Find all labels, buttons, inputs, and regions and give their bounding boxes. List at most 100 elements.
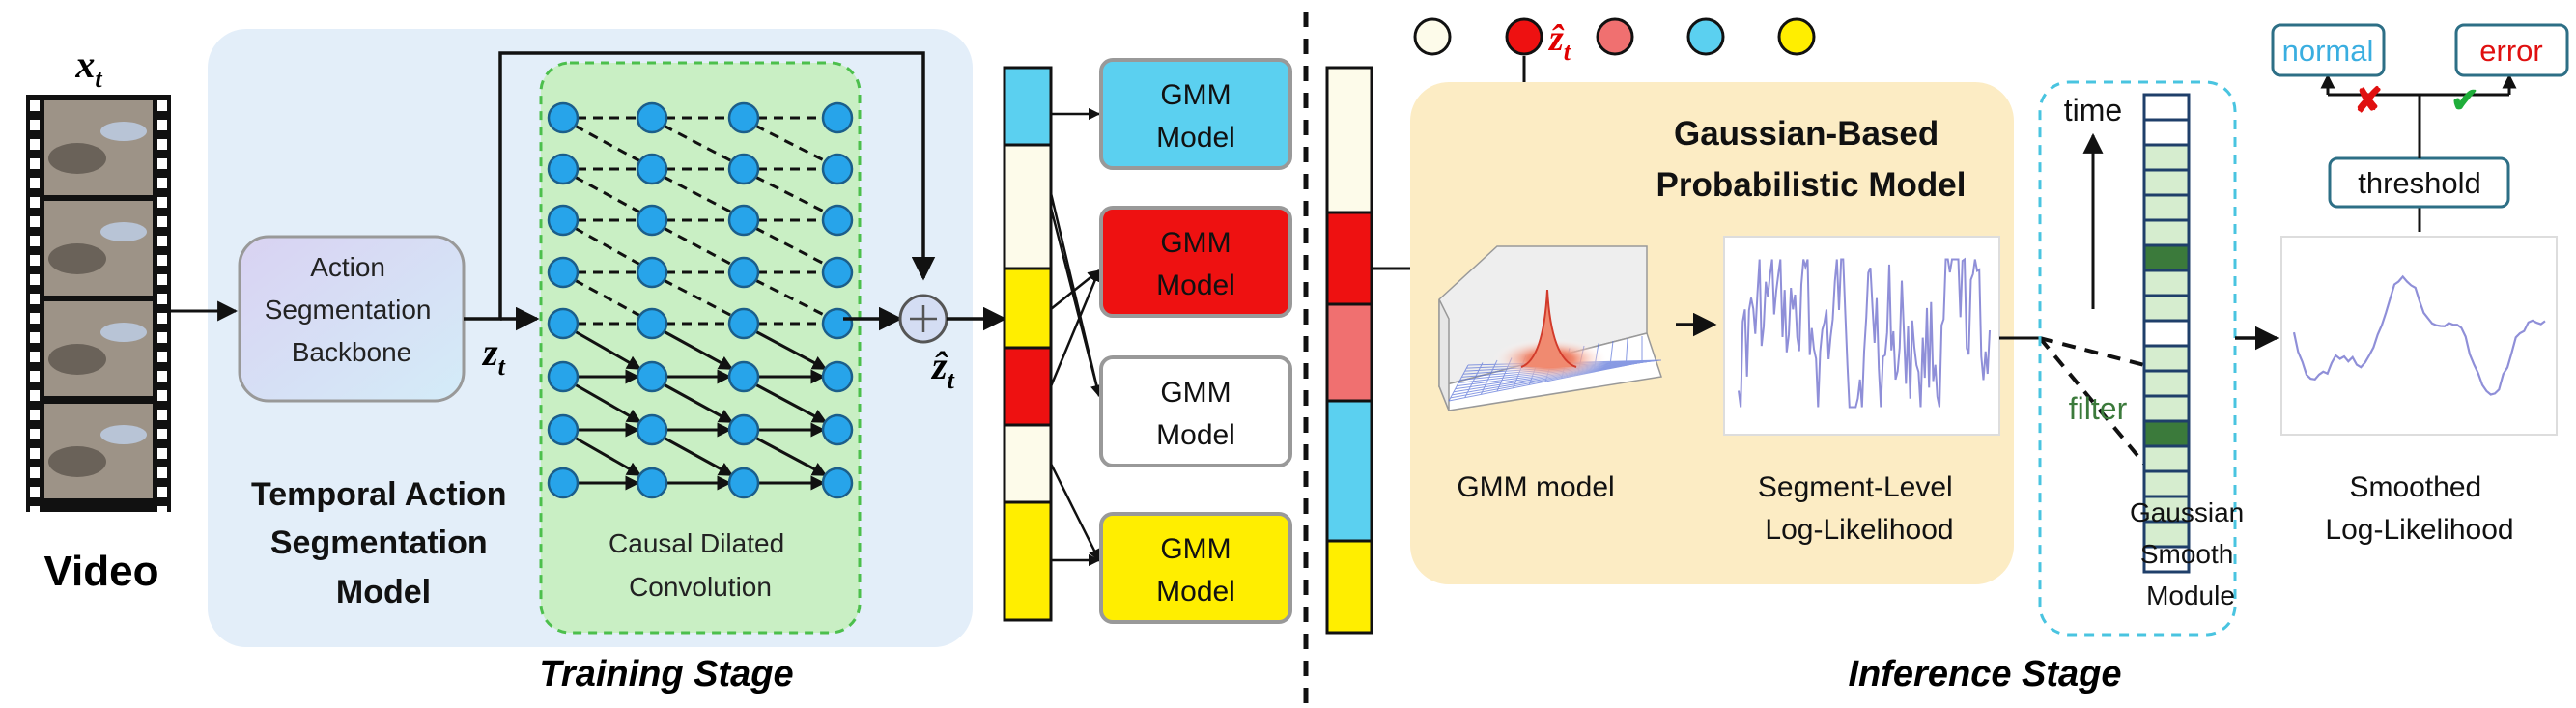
gmm-model-label: Model	[1156, 419, 1235, 451]
class-circle	[1413, 17, 1452, 56]
film-hole	[157, 313, 167, 324]
smooth-cell	[2142, 93, 2191, 122]
threshold-label: threshold	[2358, 166, 2481, 200]
error-label: error	[2479, 34, 2542, 68]
segment	[1003, 66, 1053, 147]
class-circle	[1505, 17, 1543, 56]
film-hole	[157, 274, 167, 285]
smooth-cell	[2142, 369, 2191, 398]
conv-edge	[754, 329, 828, 371]
gmm-model-label: GMM	[1160, 377, 1231, 409]
film-hole	[30, 371, 40, 382]
conv-edge	[663, 226, 733, 267]
filter-label: filter	[2069, 391, 2128, 426]
check-icon: ✔	[2450, 80, 2479, 120]
conv-edge	[754, 226, 827, 267]
conv-node	[636, 307, 668, 340]
causal-conv-panel	[539, 61, 862, 635]
film-hole	[30, 467, 40, 478]
film-hole	[157, 236, 167, 246]
film-hole	[157, 120, 167, 130]
conv-edge	[754, 382, 828, 424]
conv-node	[547, 256, 580, 289]
conv-edge	[574, 278, 641, 318]
conv-node	[727, 256, 760, 289]
class-circle	[1686, 17, 1725, 56]
gmm-model-label: GMM	[1160, 533, 1231, 565]
cross-icon: ✘	[2354, 80, 2383, 120]
class-circle	[1777, 17, 1816, 56]
smooth-cell	[2142, 545, 2191, 574]
conv-edge	[574, 124, 641, 163]
segment	[1325, 211, 1373, 306]
film-hole	[30, 429, 40, 439]
conv-edge	[663, 329, 734, 371]
conv-node	[636, 413, 668, 446]
film-hole	[30, 236, 40, 246]
inference-segment-bar	[1325, 66, 1373, 635]
smooth-cell	[2142, 419, 2191, 448]
film-hole	[157, 216, 167, 227]
conv-node	[636, 256, 668, 289]
conv-node	[547, 204, 580, 237]
smooth-cell	[2142, 319, 2191, 348]
video-strip: xt Video	[26, 42, 171, 595]
video-frame-shade	[48, 243, 106, 274]
conv-node	[727, 360, 760, 393]
mesh-line	[1609, 340, 1614, 369]
class-circle	[1596, 17, 1634, 56]
segment	[1003, 267, 1053, 350]
video-frame-highlight	[100, 122, 147, 141]
gmm-model-label: Model	[1156, 269, 1235, 301]
film-hole	[30, 313, 40, 324]
smooth-cell	[2142, 193, 2191, 222]
film-hole	[30, 100, 40, 111]
conv-edge	[663, 436, 734, 477]
smooth-cell	[2142, 218, 2191, 247]
conv-node	[636, 467, 668, 499]
conv-edge	[663, 124, 733, 163]
normal-label: normal	[2282, 34, 2374, 68]
conv-node	[821, 256, 854, 289]
smooth-cell	[2142, 394, 2191, 423]
film-hole	[30, 274, 40, 285]
time-label: time	[2064, 93, 2122, 127]
conv-node	[727, 307, 760, 340]
conv-edge	[574, 175, 641, 214]
conv-node	[636, 204, 668, 237]
gmm-model-label: Model	[1156, 122, 1235, 154]
conv-edge	[754, 278, 827, 318]
conv-node	[821, 467, 854, 499]
film-hole	[157, 178, 167, 188]
conv-edge	[574, 226, 641, 267]
smooth-cell	[2142, 469, 2191, 498]
segment-ll-caption: Segment-Level Log-Likelihood	[1758, 471, 1961, 546]
gmm-3d-plot	[1437, 245, 1662, 411]
conv-node	[636, 101, 668, 134]
smoothed-ll-plot	[2280, 236, 2558, 436]
film-hole	[30, 487, 40, 497]
video-frame-shade	[48, 344, 106, 375]
smooth-cell	[2142, 444, 2191, 473]
zhat-label: ẑt	[930, 344, 955, 394]
film-hole	[30, 390, 40, 401]
gaussian-smooth-panel	[2038, 80, 2237, 637]
smooth-cell	[2142, 294, 2191, 323]
film-hole	[30, 178, 40, 188]
film-hole	[157, 139, 167, 150]
smoothed-ll-caption: Smoothed Log-Likelihood	[2325, 471, 2513, 546]
conv-node	[547, 360, 580, 393]
gmm-model-box	[1099, 58, 1292, 170]
gmm-model-label: GMM	[1160, 79, 1231, 111]
smooth-cell	[2142, 269, 2191, 297]
conv-node	[821, 413, 854, 446]
conv-edge	[663, 382, 734, 424]
smooth-cell-strip	[2142, 93, 2191, 574]
backbone-label: Action Segmentation Backbone	[265, 252, 439, 367]
conv-node	[547, 307, 580, 340]
film-hole	[157, 371, 167, 382]
conv-edge	[754, 175, 827, 214]
film-hole	[30, 255, 40, 266]
gaussian-smooth-caption: Gaussian Smooth Module	[2130, 497, 2251, 610]
